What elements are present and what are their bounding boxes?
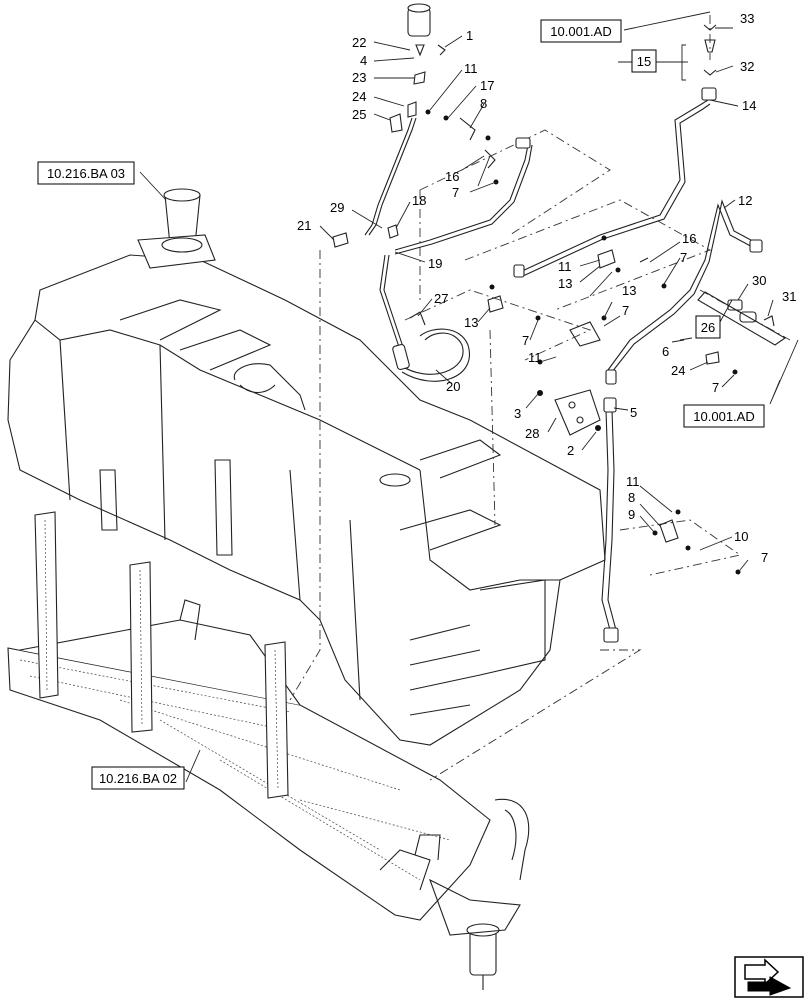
kit-box-15: 15	[631, 49, 657, 73]
callout-7e: 7	[712, 380, 719, 395]
fuel-tank	[7, 188, 606, 746]
ref-text-frame: 10.216.BA 02	[99, 771, 177, 786]
reference-labels: 10.001.AD 10.001.AD 10.216.BA 03 10.216.…	[37, 19, 765, 790]
ref-box-tank[interactable]: 10.216.BA 03	[37, 161, 135, 185]
callout-11a: 11	[464, 61, 478, 76]
callout-7d: 7	[680, 250, 687, 265]
callout-23: 23	[352, 70, 366, 85]
callout-13a: 13	[464, 315, 478, 330]
callout-12: 12	[738, 193, 752, 208]
callout-7f: 7	[761, 550, 768, 565]
callout-11c: 11	[558, 259, 572, 274]
callout-10: 10	[734, 529, 748, 544]
kit-box-26: 26	[695, 315, 721, 339]
callout-24a: 24	[352, 89, 366, 104]
ref-box-mid-right[interactable]: 10.001.AD	[683, 404, 765, 428]
fuel-lines	[364, 99, 763, 643]
callout-19: 19	[428, 256, 442, 271]
callout-17: 17	[480, 78, 494, 93]
callout-8b: 8	[628, 490, 635, 505]
callout-22: 22	[352, 35, 366, 50]
ref-text-top-right: 10.001.AD	[550, 24, 611, 39]
callout-9: 9	[628, 507, 635, 522]
ref-text-mid-right: 10.001.AD	[693, 409, 754, 424]
next-page-arrow-icon[interactable]	[734, 956, 804, 998]
small-parts	[332, 3, 787, 575]
callout-4: 4	[360, 53, 367, 68]
callout-13b: 13	[558, 276, 572, 291]
kit-text-26: 26	[701, 320, 715, 335]
callout-32: 32	[740, 59, 754, 74]
callout-5: 5	[630, 405, 637, 420]
callout-7b: 7	[522, 333, 529, 348]
callout-16b: 16	[682, 231, 696, 246]
callout-8a: 8	[480, 96, 487, 111]
callout-11d: 11	[626, 474, 640, 489]
callout-1: 1	[466, 28, 473, 43]
callout-18: 18	[412, 193, 426, 208]
ref-box-frame[interactable]: 10.216.BA 02	[91, 766, 185, 790]
callout-30: 30	[752, 273, 766, 288]
frame-assembly	[7, 511, 530, 990]
leader-lines	[139, 11, 799, 783]
callout-13c: 13	[622, 283, 636, 298]
callout-16a: 16	[445, 169, 459, 184]
callout-28: 28	[525, 426, 539, 441]
kit-text-15: 15	[637, 54, 651, 69]
callout-20: 20	[446, 379, 460, 394]
ref-box-top-right[interactable]: 10.001.AD	[540, 19, 622, 43]
callout-2: 2	[567, 443, 574, 458]
callout-33: 33	[740, 11, 754, 26]
callout-27: 27	[434, 291, 448, 306]
callout-6: 6	[662, 344, 669, 359]
callout-21: 21	[297, 218, 311, 233]
callout-7a: 7	[452, 185, 459, 200]
callout-11b: 11	[528, 350, 542, 365]
callout-25: 25	[352, 107, 366, 122]
callout-24b: 24	[671, 363, 685, 378]
callout-numbers: 1 22 4 23 24 25 11 17 8 16 7 29 18 21 19…	[297, 11, 796, 565]
callout-3: 3	[514, 406, 521, 421]
callout-29: 29	[330, 200, 344, 215]
callout-14: 14	[742, 98, 756, 113]
callout-7c: 7	[622, 303, 629, 318]
ref-text-tank: 10.216.BA 03	[47, 166, 125, 181]
callout-31: 31	[782, 289, 796, 304]
